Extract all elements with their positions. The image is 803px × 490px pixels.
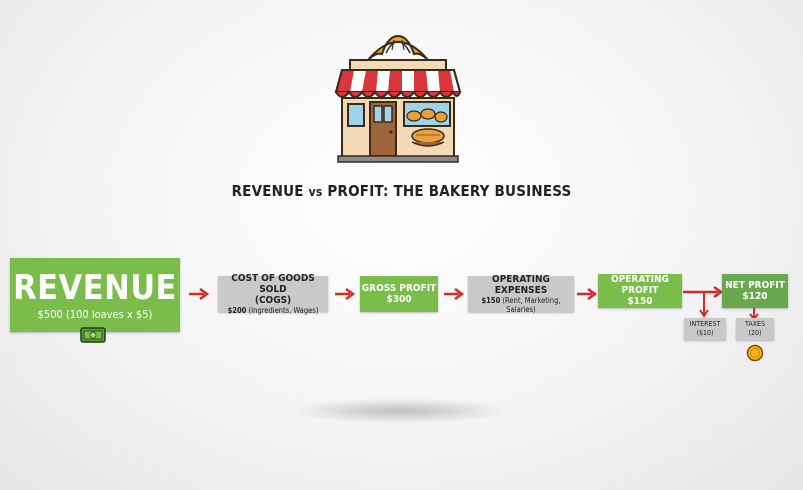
gross-profit-box: GROSS PROFIT $300 [360,276,438,312]
right-arrow-icon [577,287,598,301]
opex-amount: $150 [481,296,501,305]
opex-detail: (Rent, Marketing, Salaries) [502,296,561,314]
branch-arrows [683,285,724,318]
cogs-box: COST OF GOODS SOLD (COGS) $200 (Ingredie… [218,273,328,315]
croissant-icon [367,34,429,61]
cogs-detail: (Ingredients, Wages) [248,306,319,315]
cogs-title-line1: COST OF GOODS SOLD [231,273,315,295]
revenue-box: REVENUE $500 (100 loaves x $5) [10,258,180,332]
operating-profit-title: OPERATING PROFIT [611,274,669,296]
coin-icon [746,344,764,362]
taxes-title: TAXES [745,320,765,328]
net-profit-title: NET PROFIT [725,279,785,291]
cogs-title-line2: (COGS) [254,295,292,306]
interest-title: INTEREST [689,320,721,328]
right-arrow-icon [335,287,356,301]
interest-box: INTEREST ($10) [684,318,726,340]
money-bill-icon [80,327,106,343]
taxes-value: (20) [748,329,762,337]
bakery-shop-icon [334,34,462,163]
floor-shadow [290,398,510,424]
revenue-detail: $500 (100 loaves x $5) [37,307,153,321]
opex-title: OPERATING EXPENSES [492,274,550,296]
operating-expenses-box: OPERATING EXPENSES $150 (Rent, Marketing… [468,274,574,314]
gross-profit-title: GROSS PROFIT [361,282,437,294]
net-profit-value: $120 [742,290,768,302]
interest-value: ($10) [696,329,714,337]
right-arrow-icon [189,287,210,301]
revenue-title: REVENUE [13,267,177,308]
gross-profit-value: $300 [386,293,412,305]
page-title: REVENUE vs PROFIT: THE BAKERY BUSINESS [231,182,572,200]
operating-profit-box: OPERATING PROFIT $150 [598,274,682,308]
cogs-amount: $200 [227,306,247,315]
net-profit-box: NET PROFIT $120 [722,274,788,308]
operating-profit-value: $150 [627,296,653,307]
right-arrow-icon [444,287,465,301]
taxes-box: TAXES (20) [736,318,774,340]
